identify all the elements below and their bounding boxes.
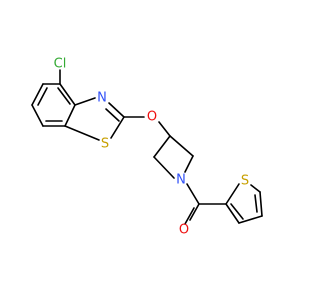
bond (225, 203, 240, 224)
bond (31, 104, 44, 127)
bond (64, 104, 76, 127)
atom-label-thiazole-sulfur: S (101, 137, 109, 152)
atom-label-ether-oxygen: O (147, 110, 157, 125)
bond (250, 184, 261, 193)
bond (31, 83, 44, 106)
bond (59, 83, 76, 106)
bond (64, 125, 100, 141)
bond (184, 155, 194, 173)
bond (57, 87, 71, 105)
bond (230, 203, 244, 220)
bond (110, 116, 125, 139)
bond (259, 191, 263, 217)
bond (105, 108, 120, 122)
bonds (31, 69, 263, 225)
atom-label-thiophene-sulfur: S (241, 174, 249, 189)
atom-label-azetidine-nitrogen: N (176, 173, 186, 188)
molecule-canvas: Cl N S O N O S (31, 57, 263, 238)
bond (238, 215, 263, 224)
bond (225, 183, 240, 205)
molecule-structure: Cl N S O N O S (31, 57, 263, 238)
bond (186, 183, 200, 205)
bond (74, 97, 96, 106)
bond (37, 87, 48, 106)
bond (189, 203, 200, 221)
bond (108, 102, 125, 118)
bond (169, 135, 194, 157)
bond (184, 207, 195, 225)
bond (153, 135, 171, 158)
bond (254, 194, 258, 213)
atom-labels: Cl N S O N O S (54, 57, 249, 238)
atom-label-chlorine: Cl (54, 57, 67, 72)
bond (158, 121, 171, 137)
bond (153, 156, 175, 179)
atom-label-carbonyl-oxygen: O (179, 223, 189, 238)
atom-label-thiazole-nitrogen: N (97, 91, 107, 106)
